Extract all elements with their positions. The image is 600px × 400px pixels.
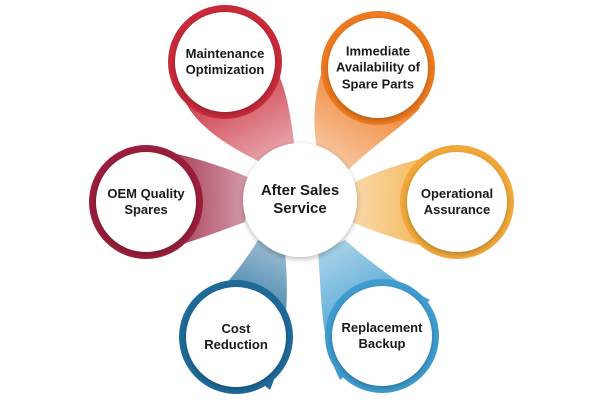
node-label-operational-assurance: Operational Assurance: [420, 185, 494, 217]
center-label: After Sales Service: [260, 182, 340, 217]
node-label-cost-reduction: Cost Reduction: [204, 320, 268, 352]
center-disc: [243, 143, 357, 257]
disc-replacement-backup: [332, 286, 432, 386]
node-discs: [96, 12, 507, 387]
node-label-maintenance-optimization: Maintenance Optimization: [185, 45, 265, 77]
node-label-immediate-availability: Immediate Availability of Spare Parts: [335, 43, 421, 92]
node-label-replacement-backup: Replacement Backup: [341, 319, 423, 351]
node-label-oem-quality-spares: OEM Quality Spares: [107, 185, 185, 217]
disc-cost-reduction: [186, 287, 286, 387]
disc-immediate-availability: [328, 18, 428, 118]
disc-maintenance-optimization: [175, 12, 275, 112]
disc-operational-assurance: [407, 152, 507, 252]
disc-oem-quality-spares: [96, 152, 196, 252]
